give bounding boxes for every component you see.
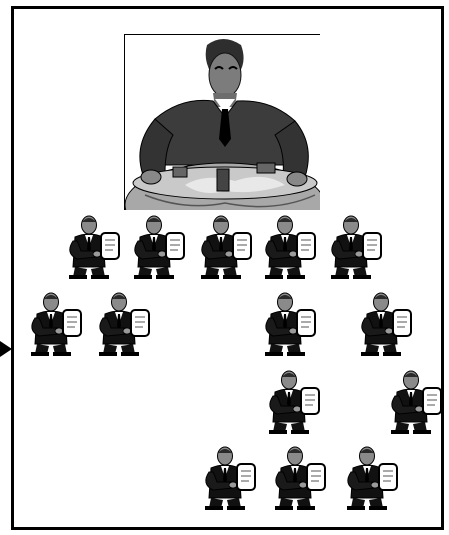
businessman-with-tablet-icon [90, 290, 154, 356]
businessman-with-tablet-icon [382, 368, 446, 434]
businessman-with-tablet-icon [196, 444, 260, 510]
executive-at-globe-icon [124, 34, 320, 210]
businessman-with-tablet-icon [256, 290, 320, 356]
businessman-with-tablet-icon [266, 444, 330, 510]
businessman-with-tablet-icon [125, 213, 189, 279]
businessman-with-tablet-icon [22, 290, 86, 356]
businessman-with-tablet-icon [260, 368, 324, 434]
businessman-with-tablet-icon [60, 213, 124, 279]
businessman-with-tablet-icon [256, 213, 320, 279]
arrow-right-icon [0, 341, 12, 357]
businessman-with-tablet-icon [192, 213, 256, 279]
businessman-with-tablet-icon [322, 213, 386, 279]
businessman-with-tablet-icon [338, 444, 402, 510]
businessman-with-tablet-icon [352, 290, 416, 356]
